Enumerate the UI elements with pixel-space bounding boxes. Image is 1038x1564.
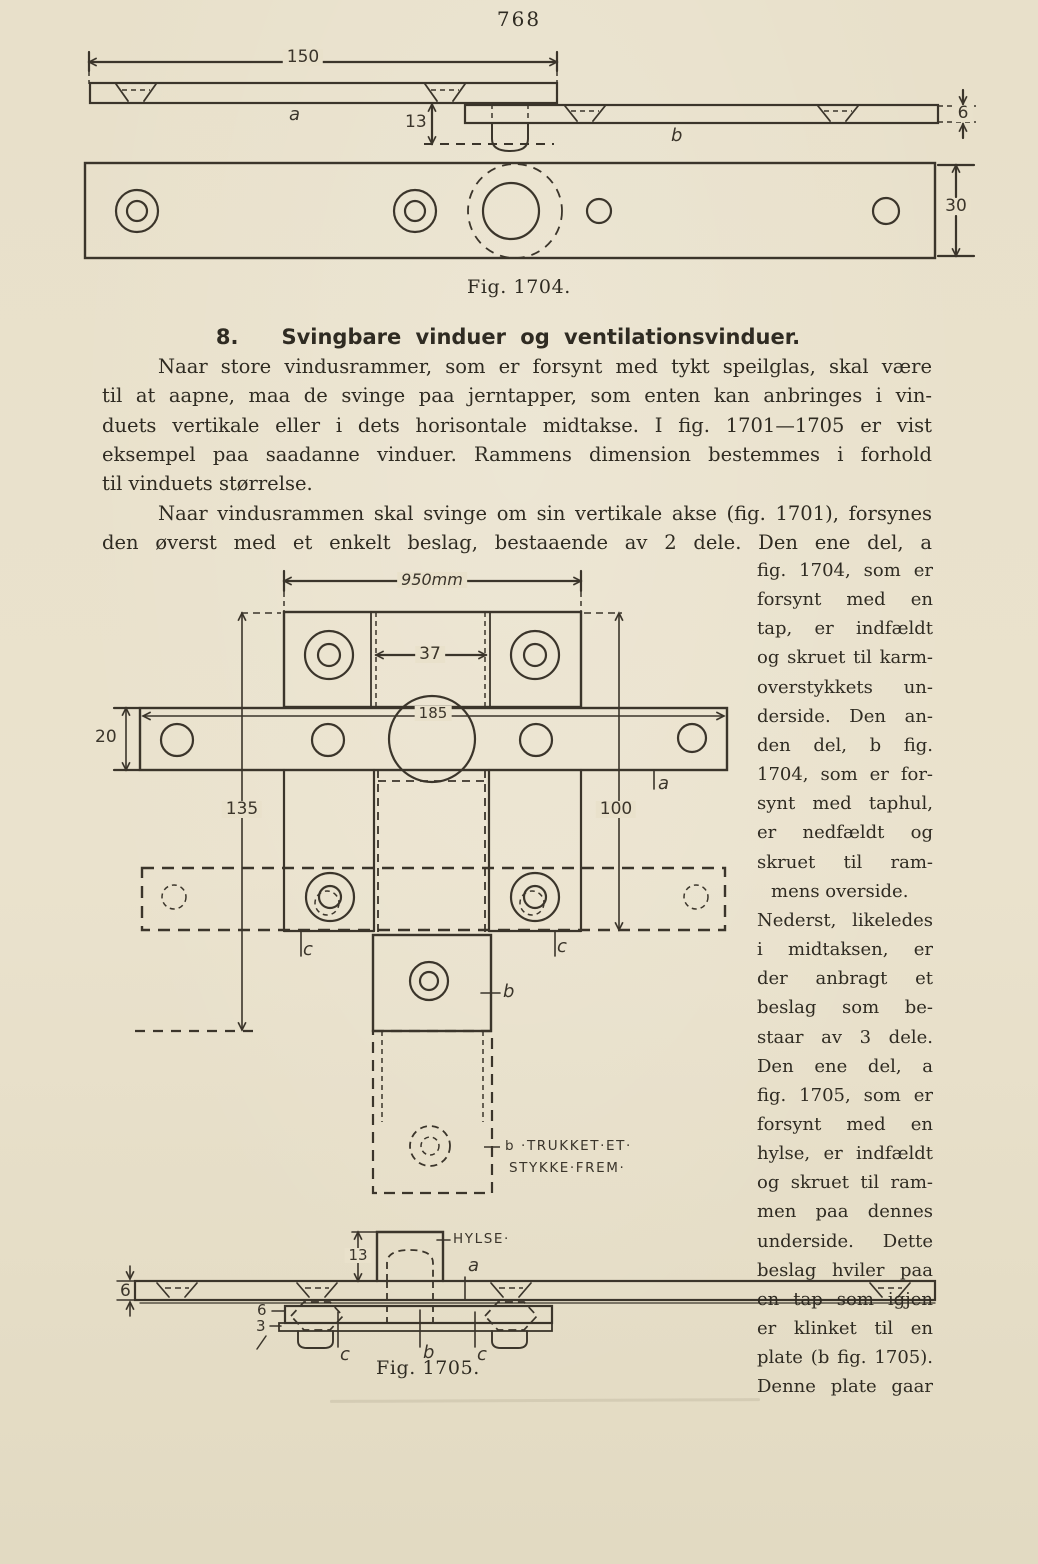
text-line: og skruet til ram-	[757, 1172, 933, 1194]
part-c1-label-side: c	[340, 1344, 350, 1365]
text-line: hylse, er indfældt	[757, 1143, 933, 1165]
dim-100-label: 100	[595, 801, 637, 818]
part-a-label-1704: a	[289, 104, 301, 125]
text-line: tap, er indfældt	[757, 618, 933, 640]
section-heading: 8. Svingbare vinduer og ventilationsvind…	[215, 325, 801, 349]
hylse-label: HYLSE·	[453, 1231, 510, 1247]
text-line: fig. 1705, som er	[757, 1084, 933, 1106]
text-line: og skruet til karm-	[757, 647, 933, 669]
text-line: til vinduets størrelse.	[102, 472, 313, 496]
dim-135-label: 135	[221, 801, 263, 818]
fig1705-caption: Fig. 1705.	[376, 1357, 480, 1379]
dim-13-label-1704: 13	[405, 112, 427, 132]
text-line: Naar store vindusrammer, som er forsynt …	[158, 355, 932, 378]
text-line: Naar vindusrammen skal svinge om sin ver…	[158, 502, 932, 525]
text-line: derside. Den an-	[757, 705, 933, 727]
text-line: forsynt med en	[757, 1113, 933, 1135]
note-trukket-line1: b ·TRUKKET·ET·	[505, 1138, 632, 1154]
page-number: 768	[496, 7, 542, 31]
paragraph-1: Naar store vindusrammer, som er forsynt …	[102, 352, 932, 498]
text-line: der anbragt et	[757, 968, 933, 990]
fig1705-plan-dashed	[135, 592, 727, 1322]
text-line: duets vertikale eller i dets horisontale…	[102, 413, 932, 437]
right-text-column: fig. 1704, som er forsynt med en tap, er i…	[757, 556, 933, 1402]
text-line: Nederst, likeledes	[757, 909, 933, 931]
part-c-label-right: c	[557, 936, 567, 957]
part-a-label-side: a	[468, 1255, 480, 1276]
dim-13-label-1705: 13	[344, 1248, 372, 1263]
text-line: den del, b fig.	[757, 734, 933, 756]
text-line: eksempel paa saadanne vinduer. Rammens d…	[102, 442, 932, 466]
note-trukket-line2: STYKKE·FREM·	[509, 1160, 626, 1176]
dim-6-label-1704: 6	[953, 105, 973, 122]
text-line: er klinket til en	[757, 1318, 933, 1340]
text-line: Denne plate gaar	[757, 1376, 933, 1398]
dim-20-label: 20	[95, 727, 117, 747]
dim-6-bar-label: 6	[257, 1301, 267, 1319]
scan-smudge	[329, 1398, 761, 1403]
part-c2-label-side: c	[477, 1344, 487, 1365]
text-line: plate (b fig. 1705).	[757, 1347, 933, 1369]
part-a-label-plan: a	[658, 773, 670, 794]
text-line: skruet til ram-	[757, 851, 933, 873]
dim-185-label: 185	[414, 706, 452, 721]
dim-950mm-label: 950mm	[397, 572, 467, 588]
part-c-label-left: c	[303, 939, 313, 960]
text-line: en tap som igjen	[757, 1288, 933, 1310]
text-line: den øverst med et enkelt beslag, bestaae…	[102, 531, 932, 555]
text-line: til at aapne, maa de svinge paa jerntapp…	[102, 384, 932, 408]
text-line: staar av 3 dele.	[757, 1026, 933, 1048]
text-line: er nedfældt og	[757, 822, 933, 844]
dim-37-label: 37	[415, 646, 445, 663]
text-line: underside. Dette	[757, 1230, 933, 1252]
dim-30-label: 30	[941, 198, 971, 215]
dim-150-label: 150	[282, 49, 324, 66]
dim-3-label: 3	[256, 1317, 266, 1335]
text-line: beslag som be-	[757, 997, 933, 1019]
text-line: synt med taphul,	[757, 793, 933, 815]
fig1704-drawing	[83, 50, 976, 260]
part-b-label-side: b	[423, 1342, 435, 1363]
text-line: overstykkets un-	[757, 676, 933, 698]
text-line: i midtaksen, er	[757, 939, 933, 961]
part-b-label-1704: b	[671, 125, 683, 146]
text-line: fig. 1704, som er	[757, 560, 933, 581]
part-b-label-plan: b	[503, 981, 515, 1002]
text-line: Den ene del, a	[757, 1055, 933, 1077]
fig1705-plan-drawing	[112, 569, 729, 1281]
text-line: 1704, som er for-	[757, 764, 933, 786]
text-line: forsynt med en	[757, 589, 933, 611]
fig1704-caption: Fig. 1704.	[467, 276, 571, 298]
fig1704-dashed	[88, 71, 976, 259]
paragraph-2: Naar vindusrammen skal svinge om sin ver…	[102, 499, 932, 558]
text-line: beslag hviler paa	[757, 1259, 933, 1281]
text-line: mens overside.	[771, 880, 909, 902]
text-line: men paa dennes	[757, 1201, 933, 1223]
dim-6-left-label: 6	[120, 1281, 131, 1301]
